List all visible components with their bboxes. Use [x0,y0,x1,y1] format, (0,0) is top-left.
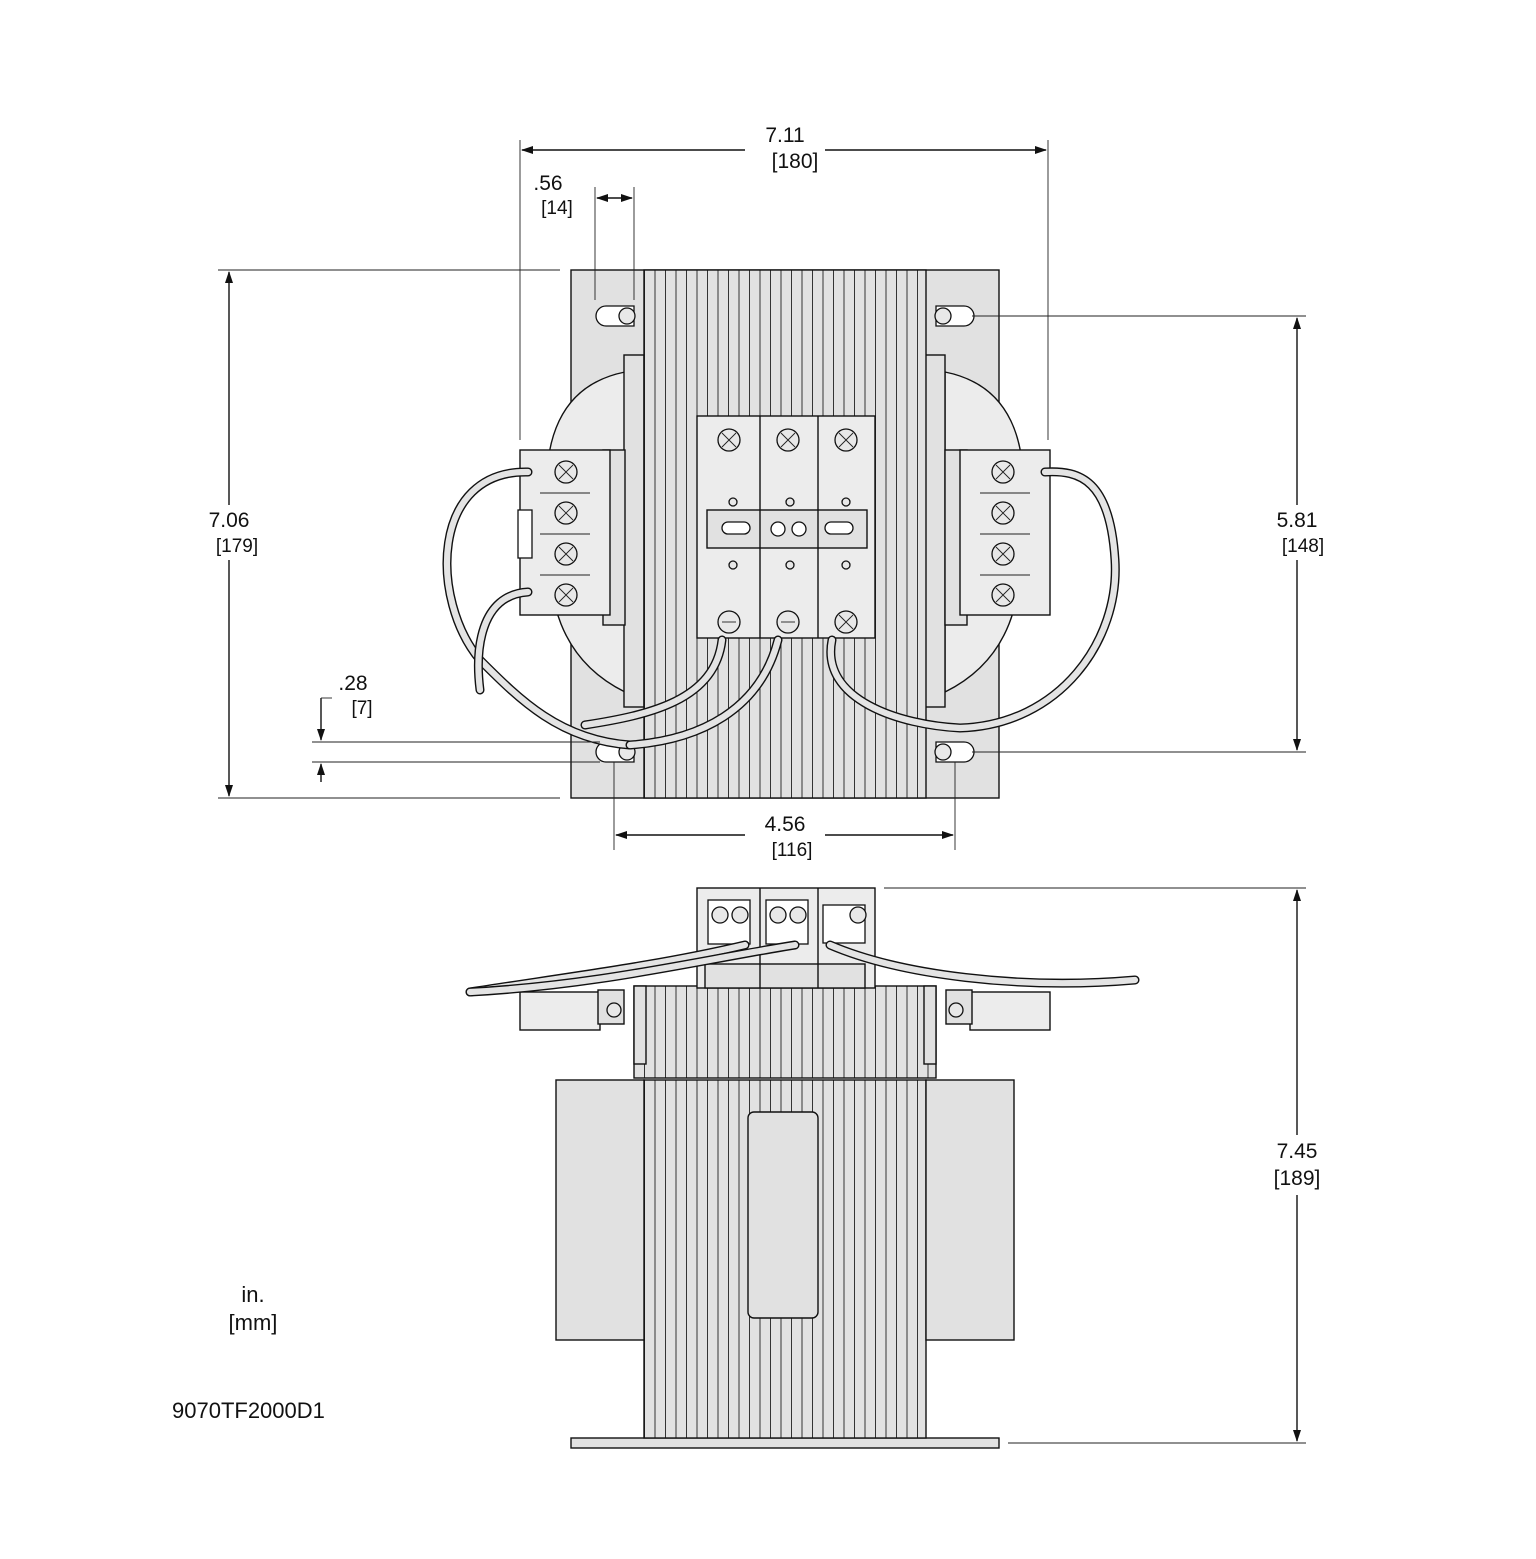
dim-top-width-mm: [180] [772,150,819,173]
dim-mount-slot-in: .56 [533,172,562,195]
dim-overall-height-mm: [189] [1274,1167,1321,1190]
dimensions-top-view: 7.11 [180] .56 [14] 7.06 [179] 5.81 [148… [209,124,1325,861]
screw-left-3 [554,542,578,566]
dim-slot-width-mm: [7] [351,698,372,719]
terminal-block-left [517,449,626,626]
mounting-slot-top-left [595,305,636,327]
dim-mount-vertical-mm: [148] [1282,536,1324,557]
core-fins-side-upper [633,985,937,1079]
screw-right-2 [991,501,1015,525]
core-frame-right [924,354,946,708]
dim-overall-height-in: 7.45 [1277,1140,1318,1163]
screw-center-top-2 [776,428,800,452]
screw-left-1 [554,460,578,484]
core-frame-left [623,354,645,708]
dim-mount-slot-mm: [14] [541,198,573,219]
screw-left-4 [554,583,578,607]
screw-left-2 [554,501,578,525]
screw-right-4 [991,583,1015,607]
terminal-side-right [969,991,1051,1031]
dim-mount-horizontal-in: 4.56 [765,813,806,836]
mounting-slot-top-right [934,305,975,327]
side-clamp-2 [765,899,809,945]
units-legend-primary: in. [241,1282,264,1307]
screw-center-top-3 [834,428,858,452]
center-terminal-block [696,415,876,639]
wires-top [442,467,1120,750]
dim-top-width-in: 7.11 [765,124,804,147]
units-legend-secondary: [mm] [229,1310,278,1335]
mounting-slot-bottom-right [934,741,975,763]
top-view [442,269,1120,799]
screw-right-3 [991,542,1015,566]
dim-mount-vertical-in: 5.81 [1277,509,1318,532]
screw-center-top-1 [717,428,741,452]
dimensions-side-view: 7.45 [189] [884,887,1321,1444]
coil-side-left [555,1079,645,1341]
side-clamp-3 [822,904,867,944]
dim-top-height-mm: [179] [216,536,258,557]
side-view [465,887,1140,1449]
screw-center-bottom-3 [834,610,858,634]
terminal-side-left [519,991,601,1031]
side-clamp-1 [707,899,751,945]
screw-center-bottom-1 [717,610,741,634]
coil-side-right [925,1079,1015,1341]
base-plate [570,1437,1000,1449]
screw-center-bottom-2 [776,610,800,634]
screw-right-1 [991,460,1015,484]
dim-mount-horizontal-mm: [116] [772,840,813,861]
dim-slot-width-in: .28 [338,672,367,695]
nameplate-window [747,1111,819,1319]
terminal-block-right [944,449,1051,626]
part-number: 9070TF2000D1 [172,1398,325,1423]
dim-top-height-in: 7.06 [209,509,250,532]
